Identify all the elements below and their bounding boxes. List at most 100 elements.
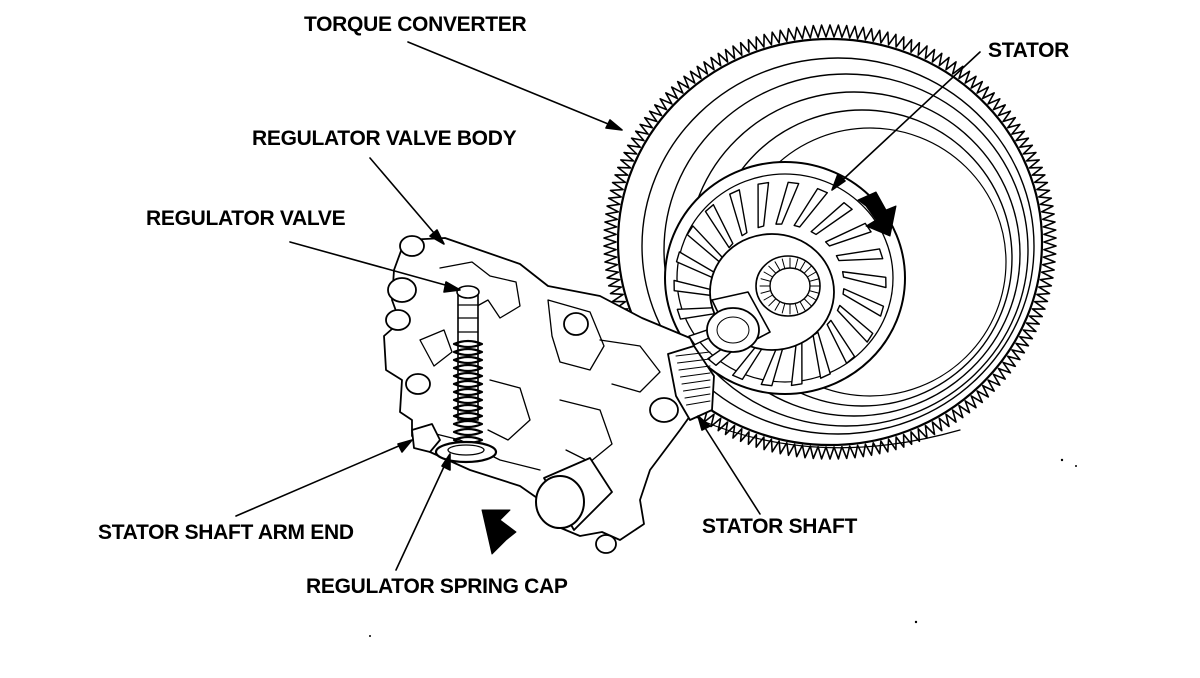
regulator-spring-coil bbox=[452, 411, 484, 421]
label-torque-converter: TORQUE CONVERTER bbox=[304, 13, 527, 36]
regulator-spring-coil bbox=[452, 427, 484, 437]
stator-hub-boss-face-inner bbox=[716, 316, 750, 344]
valve-body-boss-3 bbox=[385, 309, 411, 331]
stator-hub-spline bbox=[808, 290, 820, 294]
stator-outer-ring-inner-edge bbox=[676, 173, 894, 383]
regulator-spring-coil bbox=[452, 371, 484, 381]
stator-hub-spline bbox=[806, 294, 817, 301]
stator-hub-spline bbox=[763, 294, 774, 301]
stator-blade bbox=[826, 319, 856, 365]
valve-body-detail-5 bbox=[487, 379, 531, 441]
stator-shaft-arm-end bbox=[411, 423, 441, 453]
valve-body-boss-5 bbox=[405, 373, 431, 395]
stator-hub-spline bbox=[760, 278, 772, 282]
stator-shaft-spline bbox=[681, 379, 711, 385]
stator-hub-spline bbox=[808, 278, 820, 282]
stator-blade bbox=[810, 202, 853, 236]
label-regulator-spring-cap: REGULATOR SPRING CAP bbox=[306, 575, 568, 598]
stator-shaft-spline bbox=[678, 365, 711, 371]
regulator-spring bbox=[452, 339, 484, 445]
leader-stator-shaft-arm-end bbox=[235, 441, 409, 517]
valve-body-boss-4 bbox=[563, 312, 589, 336]
valve-body-detail-4 bbox=[419, 329, 453, 367]
stator-hub-spline bbox=[803, 298, 812, 307]
label-stator-shaft-arm-end: STATOR SHAFT ARM END bbox=[98, 521, 354, 544]
leader-stator bbox=[835, 51, 981, 187]
valve-body-detail-3 bbox=[599, 339, 661, 393]
stator-hub-spline bbox=[803, 265, 812, 274]
pressure-arrow bbox=[481, 509, 517, 555]
valve-body-cylinder-face bbox=[535, 475, 585, 529]
leader-regulator-spring-cap bbox=[395, 457, 449, 571]
leader-stator-shaft-arm-end-head bbox=[397, 439, 413, 453]
stator-hub-spline bbox=[760, 290, 772, 294]
stator-hub-boss-face bbox=[706, 307, 760, 353]
stator-hub-spline bbox=[806, 271, 817, 278]
label-stator: STATOR bbox=[988, 39, 1070, 62]
motion-arrows bbox=[481, 191, 897, 555]
regulator-valve-top bbox=[456, 285, 480, 299]
scan-specks bbox=[369, 458, 1077, 637]
regulator-spring-coil bbox=[452, 395, 484, 405]
regulator-spring-coil bbox=[452, 339, 484, 349]
stator-shaft-spline bbox=[680, 372, 711, 378]
stator-hub-spline bbox=[781, 258, 786, 270]
stator-shaft-spline bbox=[686, 400, 711, 406]
valve-body-boss-1 bbox=[399, 235, 425, 257]
valve-body-boss-6 bbox=[649, 397, 679, 423]
leader-stator-shaft-head bbox=[697, 415, 711, 431]
stator-hub-bore bbox=[769, 267, 811, 305]
regulator-spring-coil bbox=[452, 387, 484, 397]
stator-blade bbox=[824, 222, 872, 247]
stator-hub-spline bbox=[794, 302, 799, 314]
label-regulator-valve-body: REGULATOR VALVE BODY bbox=[252, 127, 517, 150]
leader-torque-converter bbox=[407, 41, 619, 129]
stator-hub-spline bbox=[774, 261, 781, 271]
speck bbox=[369, 635, 371, 637]
stator-blade bbox=[793, 187, 829, 228]
stator-hub-splines bbox=[759, 257, 821, 315]
regulator-spring-coil bbox=[452, 347, 484, 357]
regulator-valve-assembly bbox=[411, 285, 498, 464]
stator-blade bbox=[842, 288, 885, 317]
stator-hub-spline bbox=[768, 265, 777, 274]
stator-blade bbox=[835, 248, 884, 262]
regulator-spring-cap-inner bbox=[447, 444, 485, 456]
stator bbox=[664, 161, 906, 395]
stator-hub-spline bbox=[799, 261, 806, 271]
stator-hub-spline bbox=[794, 258, 799, 270]
leader-stator-head bbox=[831, 173, 846, 191]
stator-hub-spline bbox=[763, 271, 774, 278]
leader-regulator-spring-cap-head bbox=[441, 453, 451, 471]
stator-hub-spline bbox=[799, 301, 806, 311]
label-regulator-valve: REGULATOR VALVE bbox=[146, 207, 346, 230]
stator-shaft-spline bbox=[677, 358, 711, 364]
speck bbox=[914, 620, 918, 624]
stator-blades bbox=[673, 181, 887, 387]
stator-hub-spline bbox=[774, 301, 781, 311]
valve-body-detail-2 bbox=[547, 299, 605, 371]
stator-rotation-arrow bbox=[857, 191, 897, 237]
stator-blade bbox=[729, 189, 748, 237]
stator-blade bbox=[775, 181, 800, 225]
stator-blade bbox=[757, 181, 770, 229]
regulator-spring-coil bbox=[452, 379, 484, 389]
stator-blade bbox=[841, 271, 887, 289]
stator-blade bbox=[704, 203, 734, 249]
leader-torque-converter-head bbox=[605, 119, 623, 131]
speck bbox=[1075, 465, 1077, 467]
regulator-spring-coil bbox=[452, 363, 484, 373]
valve-body-boss-2 bbox=[387, 277, 417, 303]
valve-body-boss-7 bbox=[595, 534, 617, 554]
stator-shaft-spline bbox=[675, 351, 711, 357]
stator-hub-spline bbox=[768, 298, 777, 307]
leader-regulator-valve bbox=[289, 241, 457, 289]
stator-hub-spline bbox=[781, 302, 786, 314]
regulator-spring-coil bbox=[452, 355, 484, 365]
leader-regulator-valve-head bbox=[443, 281, 461, 293]
regulator-spring-coil bbox=[452, 403, 484, 413]
leader-regulator-valve-body bbox=[369, 157, 441, 241]
converter-band-1 bbox=[641, 57, 1035, 435]
stator-shaft-splines bbox=[675, 351, 711, 406]
